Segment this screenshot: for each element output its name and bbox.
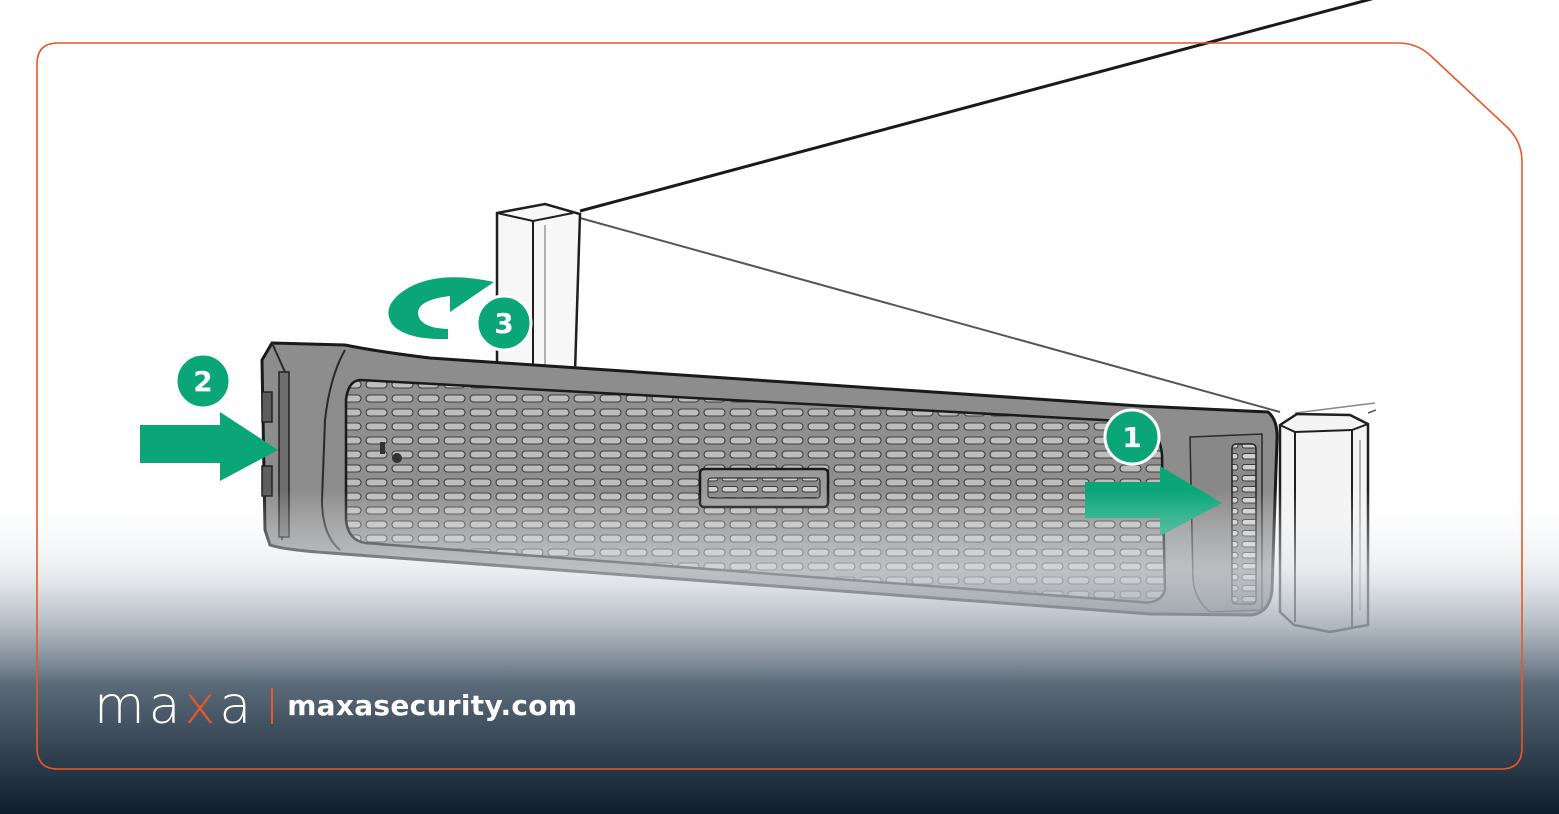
brand-separator [271, 688, 274, 724]
website-url[interactable]: maxasecurity.com [287, 689, 578, 722]
step-1-badge: 1 [1103, 408, 1161, 466]
step-3-curved-arrow [388, 277, 494, 340]
footer-gradient [0, 490, 1559, 814]
step-2-arrow [140, 412, 278, 481]
svg-text:2: 2 [193, 365, 212, 398]
maxa-logo: maxa [94, 676, 256, 736]
server-chassis [579, 0, 1377, 414]
lock-icon [380, 442, 402, 463]
svg-text:1: 1 [1122, 421, 1141, 454]
svg-text:3: 3 [494, 307, 513, 340]
step-3-badge: 3 [475, 294, 533, 352]
step-2-badge: 2 [174, 352, 232, 410]
orange-frame [36, 42, 1523, 770]
brand-footer: maxa maxasecurity.com [94, 676, 578, 736]
